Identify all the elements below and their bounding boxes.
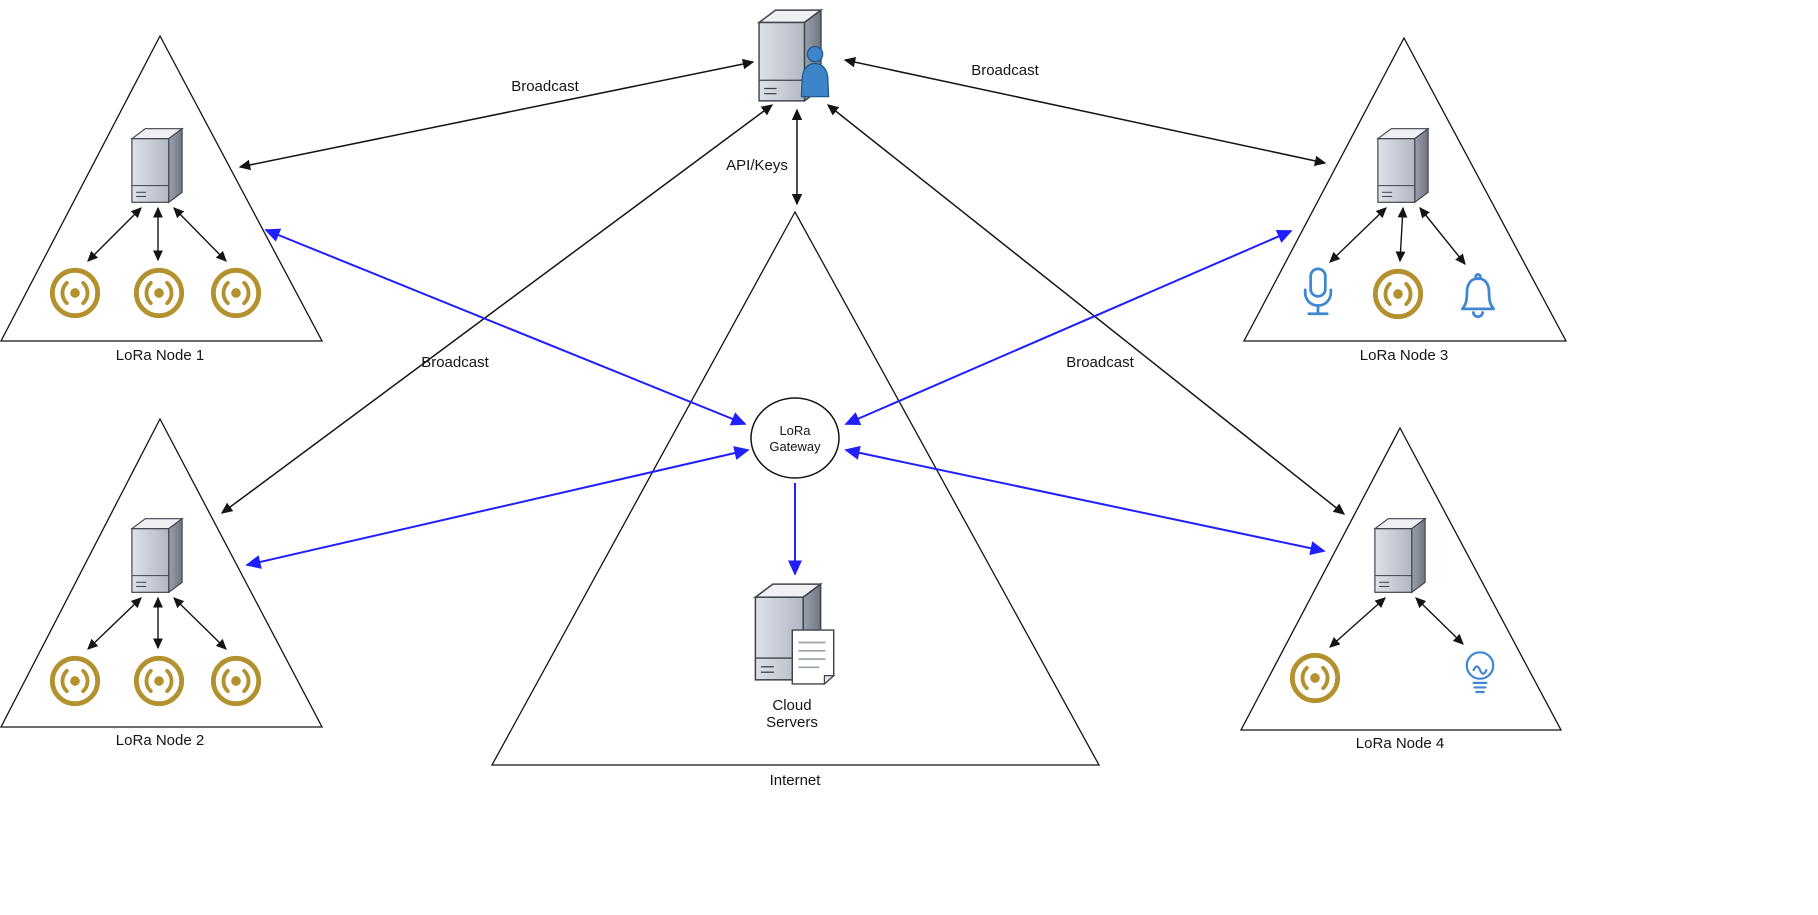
device-link <box>1395 206 1408 263</box>
cloud-label-line2: Servers <box>766 714 818 731</box>
device-link <box>87 207 142 262</box>
node2-server-icon <box>131 518 183 593</box>
lora-node-3-group <box>1303 128 1496 319</box>
device-link <box>1329 207 1387 263</box>
node1-server-icon <box>131 128 183 203</box>
bell-icon <box>1460 272 1496 319</box>
edge-broadcast-nw <box>238 58 755 171</box>
edge-uplink-node4 <box>844 445 1326 556</box>
broadcast-label-nw: Broadcast <box>511 78 579 95</box>
gateway-label-line2: Gateway <box>769 439 821 454</box>
edge-broadcast-ne <box>843 56 1327 167</box>
device-link <box>87 597 142 650</box>
radio-wave-icon <box>1375 271 1420 316</box>
device-link <box>1419 207 1466 265</box>
microphone-icon <box>1303 267 1333 316</box>
lora-gateway-group: LoRa Gateway <box>750 397 840 479</box>
radio-wave-icon <box>1292 655 1337 700</box>
internet-label: Internet <box>770 772 822 789</box>
radio-wave-icon <box>52 658 97 703</box>
device-link <box>173 207 227 262</box>
gateway-label-line1: LoRa <box>779 423 811 438</box>
radio-wave-icon <box>213 270 258 315</box>
lora-node-4-group <box>1292 518 1495 701</box>
radio-wave-icon <box>136 658 181 703</box>
lora-node-1-group <box>52 128 258 316</box>
node3-server-icon <box>1377 128 1429 203</box>
cloud-label-line1: Cloud <box>772 697 811 714</box>
lora-node-2-boundary <box>0 417 324 728</box>
edge-uplink-node3 <box>844 229 1293 426</box>
lora-node-2-label: LoRa Node 2 <box>116 732 204 749</box>
node4-server-icon <box>1374 518 1426 593</box>
edge-broadcast-se <box>826 104 1346 515</box>
edge-uplink-node1 <box>264 228 747 426</box>
cloud-servers-group: Cloud Servers <box>754 583 835 731</box>
document-icon <box>791 629 835 685</box>
radio-wave-icon <box>136 270 181 315</box>
lightbulb-icon <box>1465 651 1495 694</box>
gateway-circle <box>750 397 840 479</box>
admin-server-group <box>758 9 830 102</box>
device-link <box>1415 597 1464 645</box>
edge-uplink-node2 <box>245 446 750 569</box>
lora-node-1-label: LoRa Node 1 <box>116 347 204 364</box>
lora-node-4-label: LoRa Node 4 <box>1356 735 1444 752</box>
lora-node-3-label: LoRa Node 3 <box>1360 347 1448 364</box>
device-link <box>173 597 227 650</box>
radio-wave-icon <box>213 658 258 703</box>
broadcast-label-ne: Broadcast <box>971 62 1039 79</box>
device-link <box>1329 597 1386 648</box>
broadcast-label-se: Broadcast <box>1066 354 1134 371</box>
lora-node-4-boundary <box>1239 426 1563 731</box>
api-keys-label: API/Keys <box>726 157 788 174</box>
lora-node-2-group <box>52 518 258 704</box>
broadcast-label-sw: Broadcast <box>421 354 489 371</box>
radio-wave-icon <box>52 270 97 315</box>
